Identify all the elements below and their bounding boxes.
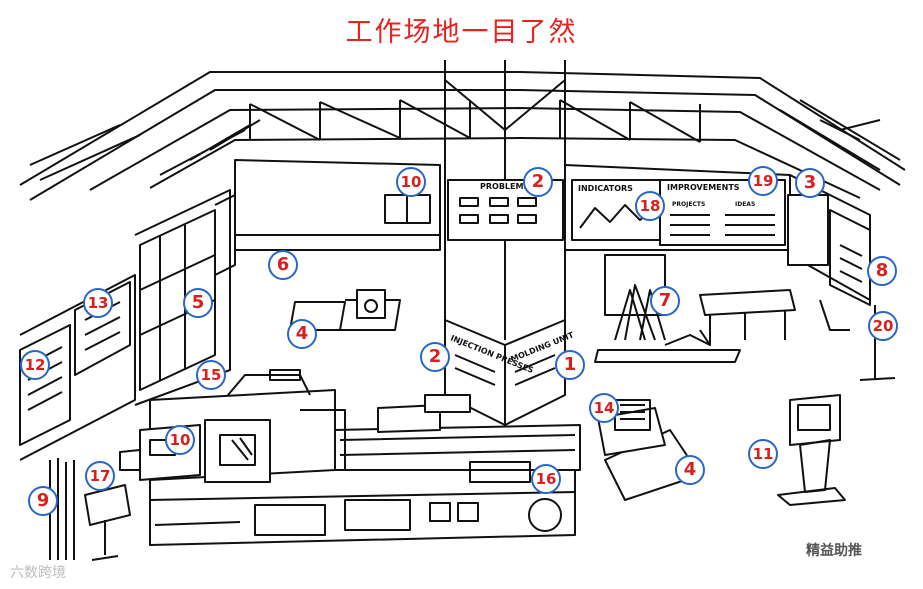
roof-truss (19, 60, 906, 340)
marker-10b: 10 (396, 167, 426, 197)
marker-11: 11 (748, 439, 778, 469)
marker-19: 19 (748, 166, 778, 196)
problems-sign: PROBLEMS (480, 182, 529, 191)
quality-station (597, 399, 666, 456)
floor-area-markings (289, 289, 701, 501)
injection-machine (119, 369, 581, 546)
marker-18: 18 (635, 191, 665, 221)
marker-17: 17 (85, 461, 115, 491)
marker-7: 7 (650, 286, 680, 316)
marker-4a: 4 (287, 319, 317, 349)
indicators-sign: INDICATORS (578, 184, 633, 193)
work-table (699, 289, 796, 345)
diagram-title: 工作场地一目了然 (345, 17, 578, 48)
improvements-sign: IMPROVEMENTS (667, 183, 740, 192)
marker-4b: 4 (675, 455, 705, 485)
marker-16: 16 (531, 464, 561, 494)
watermark-right: 精益助推 (806, 543, 862, 559)
marker-10a: 10 (165, 425, 195, 455)
marker-5: 5 (183, 288, 213, 318)
marker-3: 3 (795, 168, 825, 198)
marker-2a: 2 (420, 342, 450, 372)
marker-9: 9 (28, 486, 58, 516)
marker-2b: 2 (523, 167, 553, 197)
shelf-unit (139, 209, 216, 391)
marker-14: 14 (589, 393, 619, 423)
marker-15: 15 (196, 360, 226, 390)
marker-8: 8 (867, 256, 897, 286)
wall-cabinet (384, 194, 431, 224)
ideas-sign: IDEAS (735, 201, 755, 208)
assembly-fixture (594, 254, 741, 363)
signboard-stand (84, 484, 131, 561)
marker-20: 20 (868, 311, 898, 341)
watermark-left: 六数跨境 (10, 565, 66, 581)
projects-sign: PROJECTS (672, 201, 705, 208)
right-wall-boards (787, 194, 871, 306)
marker-1: 1 (555, 350, 585, 380)
kiosk-terminal (777, 394, 846, 506)
marker-12: 12 (20, 350, 50, 380)
marker-13: 13 (83, 288, 113, 318)
marker-6: 6 (268, 250, 298, 280)
